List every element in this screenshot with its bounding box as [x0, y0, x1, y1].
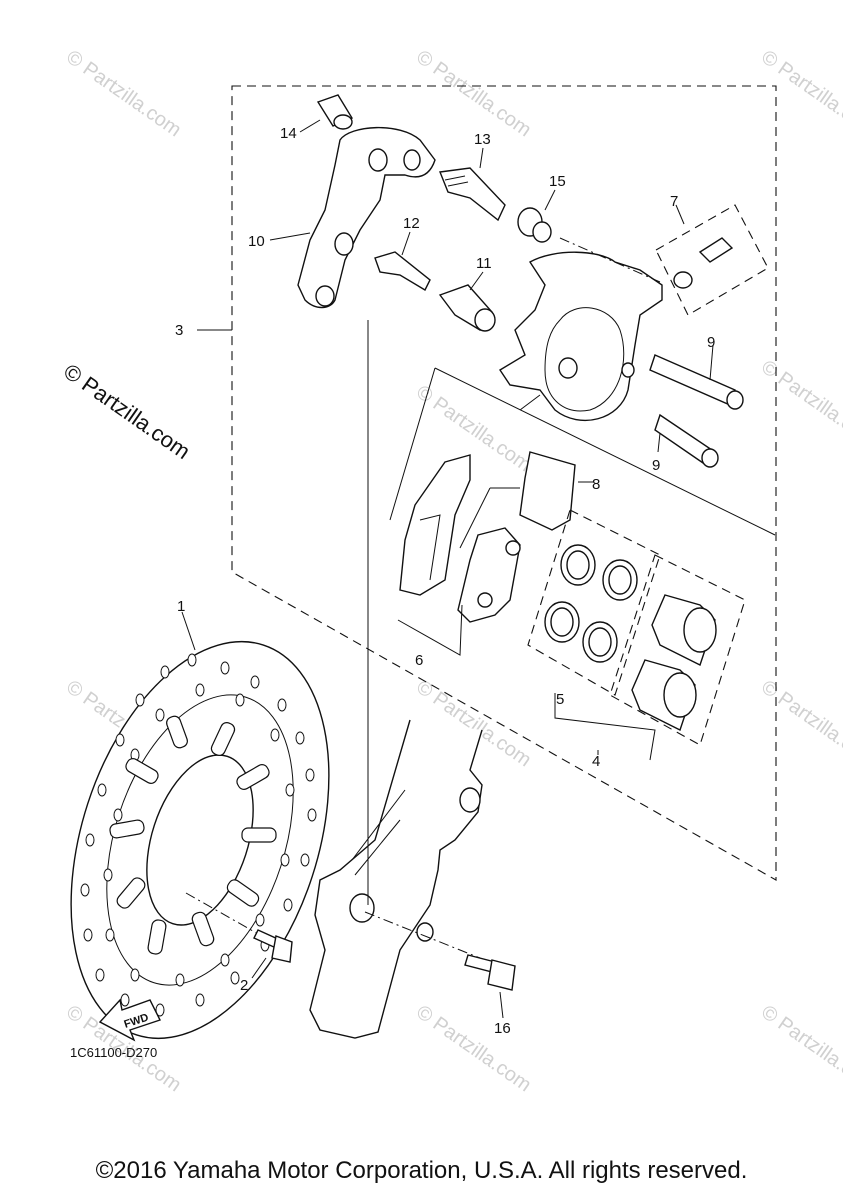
- callout-6: 6: [415, 652, 423, 669]
- bleeder-boundary: [655, 204, 769, 316]
- watermark-main: © Partzilla.com: [59, 359, 195, 465]
- caliper-bracket: [297, 126, 436, 309]
- bleed-screw: [673, 237, 734, 289]
- callout-16: 16: [494, 1020, 511, 1037]
- callout-12: 12: [403, 215, 420, 232]
- piston-kit-boundary: [609, 554, 746, 746]
- callout-4: 4: [592, 753, 600, 770]
- callout-8: 8: [592, 476, 600, 493]
- caliper-assembly-boundary: [231, 85, 777, 881]
- callout-2: 2: [240, 977, 248, 994]
- bolt: [439, 167, 506, 222]
- watermark: © Partzilla.com: [757, 676, 843, 771]
- caliper-mount-bolt: [464, 954, 516, 991]
- watermark: © Partzilla.com: [757, 46, 843, 141]
- callout-5: 5: [556, 691, 564, 708]
- fork-leg: [309, 719, 483, 1039]
- caliper-bolt: [649, 354, 744, 410]
- piston-seal: [544, 544, 638, 663]
- callout-9: 9: [652, 457, 660, 474]
- copyright-notice: ©2016 Yamaha Motor Corporation, U.S.A. A…: [95, 1157, 748, 1184]
- brake-pad: [457, 527, 521, 623]
- callout-15: 15: [549, 173, 566, 190]
- callout-13: 13: [474, 131, 491, 148]
- disc-slots: [109, 715, 277, 955]
- watermark: © Partzilla.com: [412, 1001, 535, 1096]
- brake-pad: [399, 454, 471, 596]
- callout-11: 11: [476, 255, 492, 272]
- callout-9: 9: [707, 334, 715, 351]
- callout-10: 10: [248, 233, 265, 250]
- disc-holes: [80, 653, 317, 1017]
- watermark: © Partzilla.com: [757, 356, 843, 451]
- caliper-bolt: [654, 413, 719, 468]
- bushing: [438, 284, 496, 332]
- bushing: [517, 207, 552, 243]
- callout-14: 14: [280, 125, 297, 142]
- watermark: © Partzilla.com: [412, 46, 535, 141]
- collar: [316, 94, 354, 130]
- callout-7: 7: [670, 193, 678, 210]
- caliper-piston: [631, 594, 717, 731]
- disc-bolt: [253, 929, 293, 963]
- watermark: © Partzilla.com: [62, 46, 185, 141]
- bolt: [374, 251, 431, 291]
- caliper-body: [499, 251, 663, 422]
- pad-spring: [519, 451, 576, 531]
- watermark: © Partzilla.com: [412, 381, 535, 476]
- callout-3: 3: [175, 322, 183, 339]
- fwd-arrow-icon: FWD: [98, 998, 161, 1042]
- figure-code: 1C61100-D270: [70, 1045, 157, 1060]
- watermark: © Partzilla.com: [757, 1001, 843, 1096]
- seal-kit-boundary: [527, 509, 661, 696]
- callout-1: 1: [177, 598, 185, 615]
